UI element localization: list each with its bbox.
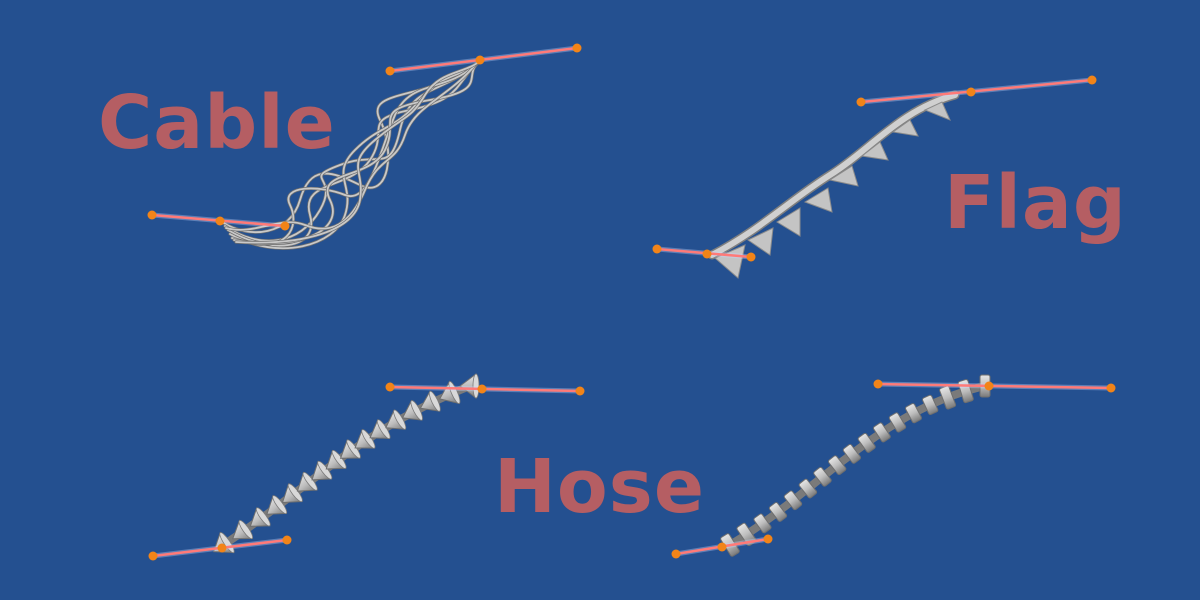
handle-icon (280, 221, 290, 231)
hose-cylinder (736, 522, 757, 547)
handle-icon (746, 252, 756, 262)
hose-cone-face (472, 373, 480, 399)
hose-segment (459, 373, 480, 399)
hose-cylinder (798, 478, 818, 499)
cable-strand (224, 64, 476, 242)
handle-icon (215, 216, 225, 226)
hose-cylinder (842, 444, 862, 464)
hose-core (727, 382, 986, 549)
handle-icon (856, 97, 866, 107)
hose-label: Hose (494, 444, 706, 530)
hose-segment (939, 385, 957, 410)
hose-cylinder (783, 490, 803, 511)
hose-segment (768, 502, 788, 522)
flag-mesh-icon (707, 90, 960, 279)
hose-cylinder (873, 422, 891, 443)
hose-segment (385, 409, 407, 430)
hose-segment (828, 455, 847, 476)
flag-triangle (803, 187, 833, 213)
handle-icon (282, 535, 292, 545)
hose-cylinder (922, 394, 939, 416)
handle-icon (763, 534, 773, 544)
hose-segment (783, 490, 803, 511)
handle-icon (717, 542, 727, 552)
handle-icon (475, 55, 485, 65)
hose-segment (232, 519, 254, 540)
hose-mesh-icon (213, 373, 480, 554)
hose-segment (957, 379, 974, 404)
flag-triangle (714, 244, 746, 279)
hose-segment (401, 399, 423, 421)
hose-segment (813, 466, 832, 487)
hose-segment (922, 394, 939, 416)
handle-icon (575, 386, 585, 396)
flag-label: Flag (944, 160, 1127, 246)
hose-cylinder (939, 385, 957, 410)
handle-icon (702, 249, 712, 259)
hose-cylinder (857, 432, 876, 453)
cable-strand (231, 65, 475, 245)
hose-segment (888, 412, 907, 433)
handle-icon (385, 66, 395, 76)
handles-layer (147, 43, 1116, 561)
hose-segment (873, 422, 891, 443)
handle-icon (652, 244, 662, 254)
flag-pole (709, 92, 958, 258)
flag-triangle (923, 101, 951, 121)
handle-line (859, 78, 1094, 104)
flag-triangle (776, 207, 801, 237)
hose-cylinder (828, 455, 847, 476)
hose-cylinder (768, 502, 788, 522)
handle-icon (1087, 75, 1097, 85)
hose-segment (842, 444, 862, 464)
hose-cylinder (888, 412, 907, 433)
hose-cone-face (255, 507, 271, 527)
handle-icon (148, 551, 158, 561)
hose-mesh-icon (720, 374, 991, 557)
hose-cone-face (238, 519, 254, 540)
handle-icon (477, 384, 487, 394)
handle-icon (984, 381, 994, 391)
handle-icon (671, 549, 681, 559)
hose-cone-face (448, 381, 461, 404)
hose-segment (753, 513, 772, 534)
hose-segment (736, 522, 757, 547)
handle-icon (385, 382, 395, 392)
handle-icon (873, 379, 883, 389)
hose-segment (798, 478, 818, 499)
flag-triangle (891, 119, 919, 137)
hose-segment (354, 428, 376, 449)
hose-segment (857, 432, 876, 453)
cable-strand (235, 59, 482, 244)
hose-segment (296, 471, 318, 492)
hose-cylinder (905, 403, 922, 424)
hose-segment (419, 390, 441, 412)
handle-icon (572, 43, 582, 53)
cable-mesh-icon (220, 58, 483, 250)
handle-icon (966, 87, 976, 97)
flag-triangle (747, 227, 774, 256)
hose-cylinder (957, 379, 974, 404)
handle-icon (1106, 383, 1116, 393)
hose-cone-face (410, 400, 423, 421)
hose-cylinder (753, 513, 772, 534)
handle-line (876, 382, 1113, 390)
flag-triangle (828, 165, 859, 187)
flag-triangle (860, 141, 889, 161)
handle-icon (217, 543, 227, 553)
cable-label: Cable (98, 80, 336, 166)
hose-segment (249, 507, 271, 527)
hose-cone-face (428, 390, 441, 412)
hose-cylinder (813, 466, 832, 487)
hose-segment (905, 403, 922, 424)
handle-icon (147, 210, 157, 220)
